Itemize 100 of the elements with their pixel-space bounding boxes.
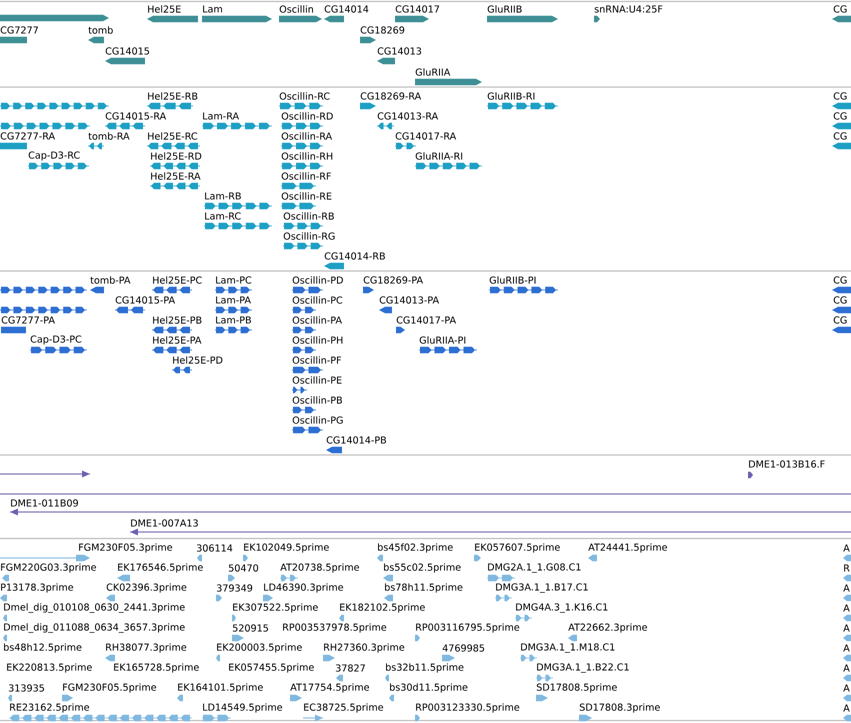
feature-label: Dmel_dig_010108_0630_2441.3prime — [4, 603, 185, 613]
feature-label: FGM230F05.3prime — [79, 543, 172, 553]
feature-label: CG14013 — [378, 47, 422, 55]
feature-label: EK165728.5prime — [114, 663, 199, 673]
feature-label: RP003116795.5prime — [416, 623, 520, 633]
feature-label: CG14017-RA — [396, 132, 456, 140]
feature-label: A — [843, 644, 850, 652]
feature-label: Oscillin-PH — [292, 336, 342, 344]
feature-label: bs48h12.5prime — [4, 643, 82, 653]
feature-label: RP003537978.5prime — [283, 623, 386, 633]
feature-label: AT22662.3prime — [568, 623, 648, 633]
feature-label: bs78h11.5prime — [385, 583, 462, 593]
feature-label: EK057607.5prime — [475, 543, 560, 553]
feature-label: Oscillin-PC — [292, 296, 342, 304]
feature-label: Hel25E-RA — [151, 172, 201, 180]
feature-label: Lam-PC — [216, 276, 252, 284]
feature-label: Oscillin-RG — [284, 232, 335, 240]
feature-label: CG7277-RA — [0, 132, 55, 140]
feature-label: Hel25E-PD — [173, 356, 222, 364]
feature-label: Oscillin — [280, 5, 313, 13]
feature-label: EK164101.5prime — [178, 683, 263, 693]
feature-label: Hel25E-PC — [153, 276, 202, 284]
feature-label: tomb-PA — [90, 276, 130, 284]
feature-label: Dmel_dig_011088_0634_3657.3prime — [4, 623, 185, 633]
feature-label: CG14015-PA — [116, 296, 176, 304]
feature-label: A — [843, 624, 850, 632]
feature-label: 379349 — [216, 584, 252, 592]
feature-label: CG18269-RA — [360, 92, 422, 100]
feature-label: GluRIIA-RI — [416, 152, 462, 160]
feature-label: Oscillin-RH — [282, 152, 332, 160]
feature-label: Cap-D3-PC — [30, 335, 82, 345]
feature-label: EK182102.5prime — [340, 603, 425, 613]
feature-label: CG14013-RA — [378, 112, 438, 120]
feature-label: EC38725.5prime — [304, 703, 384, 713]
feature-label: Lam-RC — [205, 212, 241, 220]
feature-label: CK02396.3prime — [106, 583, 186, 593]
feature-label: A — [843, 684, 850, 692]
feature-label: Oscillin-PG — [292, 416, 343, 424]
feature-label: bs55c02.5prime — [384, 563, 461, 573]
feature-label: CG18269 — [360, 26, 404, 34]
feature-label: EK307522.5prime — [233, 603, 318, 613]
feature-label: P13178.3prime — [1, 583, 74, 593]
feature-label: RP003123330.5prime — [416, 703, 520, 713]
feature-label: Oscillin-PF — [292, 356, 342, 364]
feature-label: Oscillin-PB — [292, 396, 342, 404]
feature-label: Oscillin-RE — [282, 192, 332, 200]
feature-label: Oscillin-RD — [282, 112, 333, 120]
feature-label: Lam-PB — [216, 316, 251, 324]
feature-label: DMG3A.1_1.M18.C1 — [521, 643, 614, 653]
feature-label: FGM220G03.3prime — [1, 563, 96, 573]
feature-label: CG14017 — [396, 5, 440, 13]
feature-label: AT17754.5prime — [290, 683, 370, 693]
feature-label: Lam-PA — [216, 296, 251, 304]
feature-label: CG14014 — [324, 5, 368, 13]
feature-label: Oscillin-RF — [282, 172, 331, 180]
feature-label: AT24441.5prime — [588, 543, 668, 553]
feature-label: CG — [834, 112, 847, 120]
feature-label: EK176546.5prime — [118, 563, 203, 573]
feature-label: CG14015-RA — [106, 112, 166, 120]
feature-label: Lam-RA — [203, 112, 240, 120]
feature-label: Hel25E-RC — [148, 132, 198, 140]
feature-label: GluRIIB-PI — [490, 276, 536, 284]
feature-label: Oscillin-PD — [292, 276, 343, 284]
feature-label: Lam-RB — [205, 192, 241, 200]
feature-label: SD17808.5prime — [536, 683, 617, 693]
feature-label: A — [843, 584, 850, 592]
feature-label: CG — [834, 92, 847, 100]
feature-label: A — [843, 604, 850, 612]
feature-label: GluRIIB — [488, 5, 522, 13]
feature-label: bs32b11.5prime — [386, 663, 464, 673]
feature-label: CG18269-PA — [364, 276, 424, 284]
feature-label: FGM230F05.5prime — [63, 683, 156, 693]
feature-label: Hel25E-PB — [153, 316, 202, 324]
feature-label: LD14549.5prime — [203, 703, 282, 713]
feature-label: DMG4A.3_1.K16.C1 — [516, 603, 608, 613]
feature-label: CG14015 — [106, 47, 150, 55]
feature-label: 4769985 — [442, 644, 484, 652]
feature-label: bs30d11.5prime — [390, 683, 468, 693]
feature-label: Oscillin-PA — [292, 316, 342, 324]
feature-label: DMG3A.1_1.B22.C1 — [537, 663, 629, 673]
feature-label: snRNA:U4:25F — [594, 5, 662, 13]
feature-label: Oscillin-RA — [282, 132, 332, 140]
feature-label: 313935 — [8, 684, 44, 692]
feature-label: tomb-RA — [88, 132, 130, 140]
feature-label: EK220813.5prime — [7, 663, 92, 673]
feature-label: CG14014-RB — [324, 252, 385, 260]
feature-label: Hel25E — [148, 5, 181, 13]
feature-label: Oscillin-RC — [280, 92, 330, 100]
feature-label: DME1-007A13 — [131, 519, 198, 527]
feature-label: Hel25E-PA — [153, 336, 202, 344]
feature-label: GluRIIB-RI — [488, 92, 534, 100]
feature-label: AT20738.5prime — [280, 563, 360, 573]
feature-label: DME1-013B16.F — [749, 460, 825, 468]
feature-label: Oscillin-PE — [292, 376, 342, 384]
feature-label: DME1-011B09 — [11, 499, 78, 507]
feature-label: SD17808.3prime — [580, 703, 660, 713]
feature-label: 306114 — [196, 544, 232, 552]
feature-label: CG — [834, 316, 847, 324]
feature-label: DMG2A.1_1.G08.C1 — [488, 563, 581, 573]
feature-label: A — [843, 664, 850, 672]
